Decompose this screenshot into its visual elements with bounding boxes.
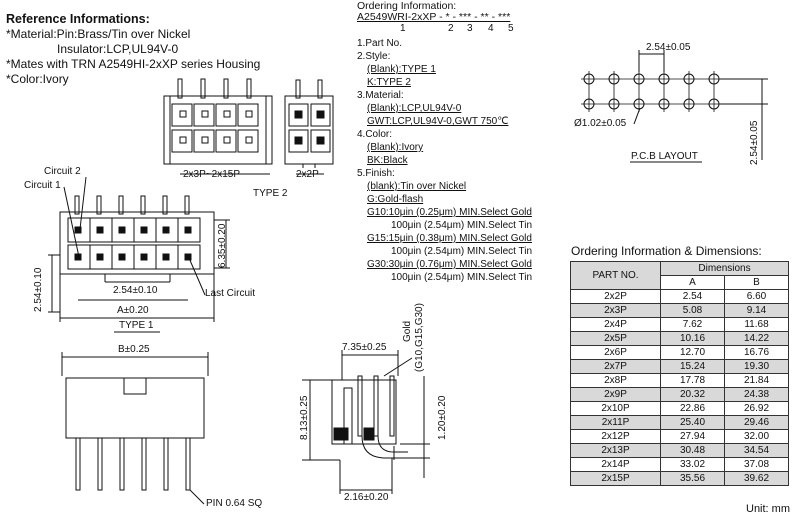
ordering-item: 100μin (2.54μm) MIN.Select Tin bbox=[391, 272, 533, 283]
ordering-num-5: 5 bbox=[508, 23, 514, 34]
type2-housing-outline bbox=[163, 95, 273, 165]
dim-813-label: 8.13±0.25 bbox=[299, 395, 310, 440]
header-b: B bbox=[724, 275, 789, 290]
type1-pins bbox=[74, 195, 190, 215]
ordering-item: (Blank):LCP,UL94V-0 bbox=[367, 103, 462, 114]
type2-pins bbox=[177, 78, 252, 99]
dim-a-label: A±0.20 bbox=[117, 305, 149, 316]
pcb-caption: P.C.B LAYOUT bbox=[631, 151, 698, 162]
ordering-item: BK:Black bbox=[367, 155, 408, 166]
gold-label: Gold bbox=[402, 320, 413, 342]
type2-connector-view bbox=[163, 78, 273, 165]
dim-120-label: 1.20±0.20 bbox=[437, 395, 448, 440]
elevation-pins bbox=[75, 437, 191, 491]
dim-735-label: 7.35±0.25 bbox=[342, 342, 387, 353]
gold-finish-label: (G10,G15,G30) bbox=[414, 303, 425, 372]
ordering-item: 5.Finish: bbox=[357, 168, 395, 179]
pcb-hole-label: Ø1.02±0.05 bbox=[574, 118, 627, 129]
ordering-title: Ordering Information: bbox=[357, 0, 457, 12]
dim-635-label: 6.35±0.20 bbox=[217, 223, 228, 268]
table-title: Ordering Information & Dimensions: bbox=[571, 244, 762, 258]
ordering-item: 3.Material: bbox=[357, 90, 404, 101]
header-part-no: PART NO. bbox=[570, 261, 661, 290]
section-view bbox=[302, 350, 430, 494]
type1-caption: TYPE 1 bbox=[119, 320, 154, 331]
ordering-num-1: 1 bbox=[400, 23, 406, 34]
ordering-item: 100μin (2.54μm) MIN.Select Tin bbox=[391, 220, 533, 231]
type1-front-view bbox=[59, 195, 215, 283]
ordering-item: GWT:LCP,UL94V-0,GWT 750℃ bbox=[367, 116, 509, 127]
reference-material: *Material:Pin:Brass/Tin over Nickel bbox=[6, 27, 191, 41]
header-dimensions: Dimensions bbox=[660, 261, 789, 276]
unit-label: Unit: mm bbox=[746, 503, 790, 515]
ordering-item: G10:10μin (0.25μm) MIN.Select Gold bbox=[367, 207, 532, 218]
type2-right-label: 2x2P bbox=[296, 169, 319, 180]
ordering-item: K:TYPE 2 bbox=[367, 77, 411, 88]
ordering-item: (Blank):TYPE 1 bbox=[367, 64, 436, 75]
circuit-2-label: Circuit 2 bbox=[44, 166, 81, 177]
dim-216-label: 2.16±0.20 bbox=[344, 492, 389, 503]
reference-title: Reference Informations: bbox=[6, 12, 150, 26]
ordering-item: (Blank):Ivory bbox=[367, 142, 424, 153]
reference-mates: *Mates with TRN A2549HI-2xXP series Hous… bbox=[6, 57, 261, 71]
ordering-item: 4.Color: bbox=[357, 129, 393, 140]
dim-254-vertical-label: 2.54±0.10 bbox=[33, 267, 44, 312]
pcb-pitch-vertical-label: 2.54±0.05 bbox=[749, 120, 760, 165]
ordering-item: G15:15μin (0.38μm) MIN.Select Gold bbox=[367, 233, 532, 244]
ordering-num-3: 3 bbox=[467, 23, 473, 34]
ordering-item: G:Gold-flash bbox=[367, 194, 424, 205]
pin-note-label: PIN 0.64 SQ bbox=[206, 498, 263, 509]
type2-left-label: 2x3P~2x15P bbox=[183, 169, 240, 180]
pcb-layout bbox=[581, 50, 768, 163]
type2-2x2p-view bbox=[284, 79, 334, 168]
ordering-num-2: 2 bbox=[448, 23, 454, 34]
reference-insulator: Insulator:LCP,UL94V-0 bbox=[57, 42, 179, 56]
reference-color: *Color:Ivory bbox=[6, 72, 69, 86]
type1-contact-holes bbox=[74, 226, 192, 261]
last-circuit-label: Last Circuit bbox=[205, 288, 256, 299]
ordering-item: 100μin (2.54μm) MIN.Select Tin bbox=[391, 246, 533, 257]
pcb-pitch-label: 2.54±0.05 bbox=[646, 42, 691, 53]
header-a: A bbox=[660, 275, 725, 290]
elevation-view bbox=[61, 352, 209, 505]
ordering-item: (blank):Tin over Nickel bbox=[367, 181, 467, 192]
ordering-item: 2.Style: bbox=[357, 51, 391, 62]
type2-caption: TYPE 2 bbox=[253, 188, 288, 199]
circuit-1-label: Circuit 1 bbox=[24, 180, 61, 191]
dim-254-horizontal-label: 2.54±0.10 bbox=[113, 285, 158, 296]
ordering-code: A2549WRI-2xXP - * - *** - ** - *** bbox=[357, 11, 511, 23]
ordering-item: 1.Part No. bbox=[357, 38, 403, 49]
ordering-num-4: 4 bbox=[488, 23, 494, 34]
ordering-item: G30:30μin (0.76μm) MIN.Select Gold bbox=[367, 259, 532, 270]
dim-b-label: B±0.25 bbox=[118, 344, 150, 355]
